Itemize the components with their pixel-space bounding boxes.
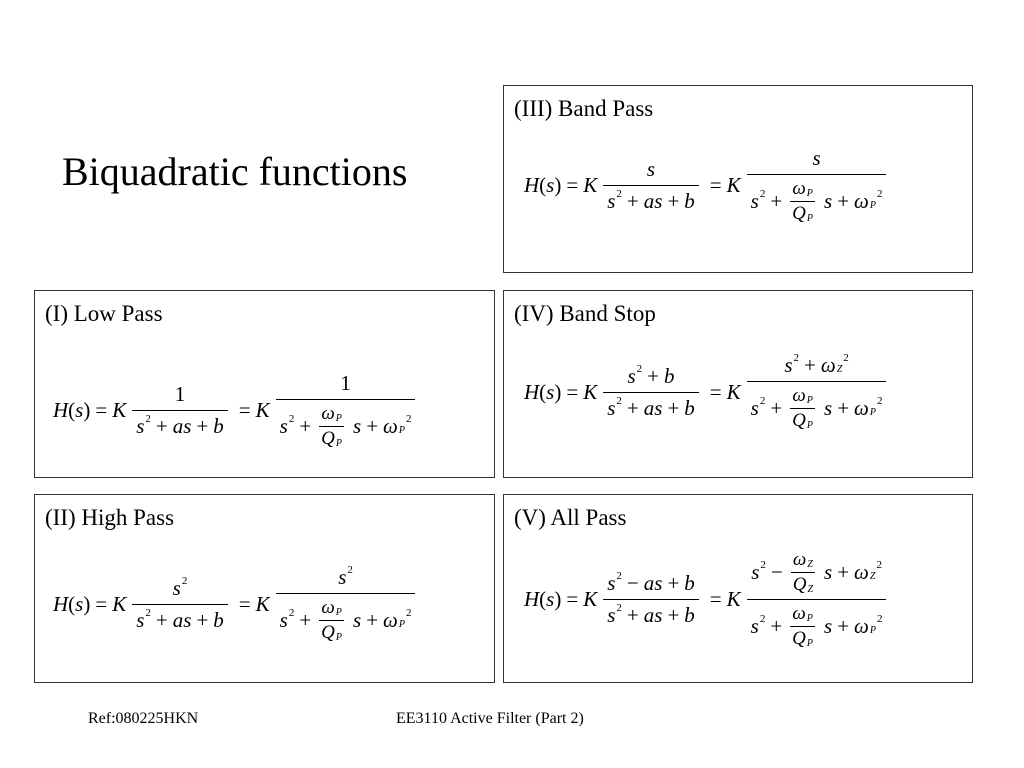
high-pass-label: (II) High Pass [45,505,175,530]
footer-course: EE3110 Active Filter (Part 2) [396,710,584,727]
band-pass-label: (III) Band Pass [514,96,654,121]
footer-ref: Ref:080225HKN [88,710,199,727]
all-pass-label: (V) All Pass [514,505,627,530]
slide-title: Biquadratic functions [62,149,408,194]
low-pass-label: (I) Low Pass [45,301,163,326]
band-stop-label: (IV) Band Stop [514,301,656,326]
